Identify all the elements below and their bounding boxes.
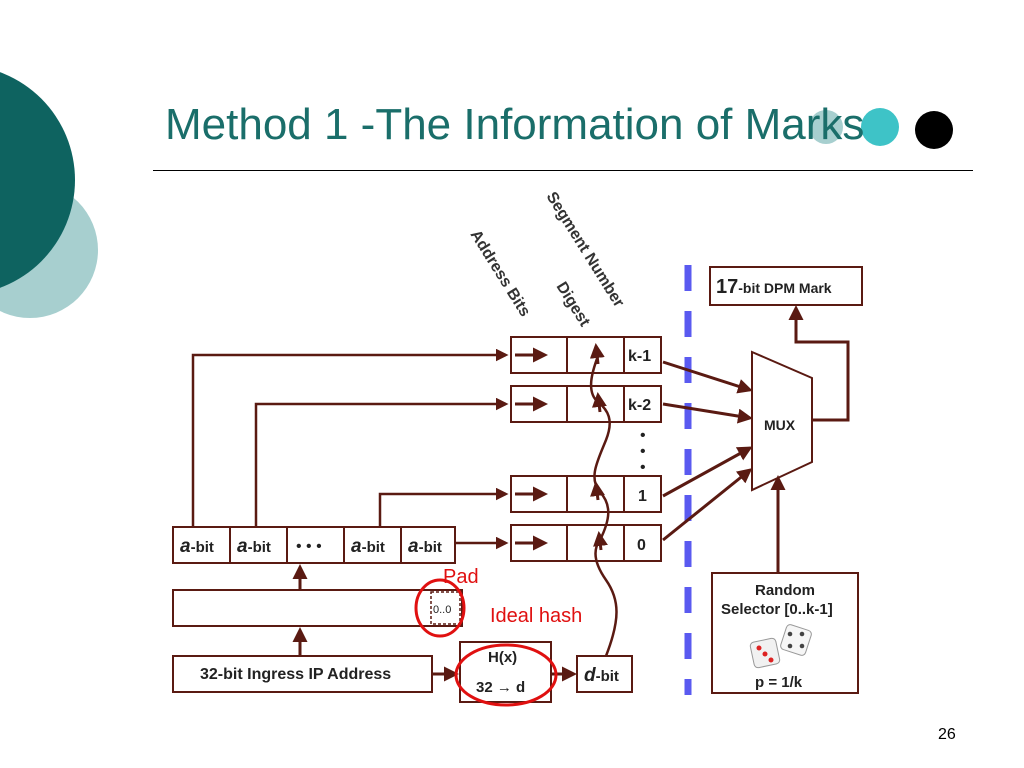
segment-label: 0: [637, 537, 646, 554]
title-dot-cyan: [861, 108, 899, 146]
mux-label: MUX: [764, 417, 796, 433]
dbit-suffix: -bit: [596, 668, 619, 685]
random-selector-probability: p = 1/k: [755, 674, 803, 691]
svg-text:d-bit: d-bit: [584, 665, 619, 686]
abit-letter: a: [180, 536, 191, 557]
label-digest: Digest: [553, 279, 594, 330]
abit-suffix: -bit: [191, 539, 214, 556]
page-number: 26: [938, 726, 956, 743]
abit-suffix: -bit: [419, 539, 442, 556]
dpm-mark-box: 17-bit DPM Mark: [709, 266, 863, 306]
hash-mapping: 32 → d: [476, 679, 525, 696]
ingress-ip-label: 32-bit Ingress IP Address: [200, 666, 391, 683]
pad-value: 0..0: [433, 604, 451, 616]
segment-label: k-1: [628, 348, 651, 365]
dice-icon: [749, 624, 812, 669]
abit-letter: a: [351, 536, 362, 557]
dbit-box: d-bit: [576, 655, 633, 693]
pad-box: 0..0: [172, 589, 463, 627]
svg-text:a-bit: a-bit: [351, 536, 385, 557]
abit-ellipsis: • • •: [296, 538, 322, 555]
vertical-ellipsis: •: [640, 459, 646, 476]
hash-highlight-circle: [454, 643, 558, 707]
dbit-letter: d: [584, 665, 596, 686]
hash-function: H(x): [488, 649, 517, 666]
dpm-mark-prefix: 17: [716, 276, 738, 298]
slide-title: Method 1 -The Information of Marks: [165, 100, 865, 149]
svg-text:17-bit DPM Mark: 17-bit DPM Mark: [716, 276, 832, 298]
svg-text:a-bit: a-bit: [237, 536, 271, 557]
mux-to-dpm-arrow: [788, 305, 850, 422]
svg-text:a-bit: a-bit: [408, 536, 442, 557]
abit-box: a-bit a-bit • • • a-bit a-bit: [172, 526, 456, 564]
random-selector-line1: Random: [755, 582, 815, 599]
random-selector-box: Random Selector [0..k-1] p = 1/k: [711, 572, 859, 694]
abit-to-row-connectors: [191, 348, 509, 550]
abit-suffix: -bit: [248, 539, 271, 556]
segment-label: 1: [638, 488, 647, 505]
svg-text:a-bit: a-bit: [180, 536, 214, 557]
abit-suffix: -bit: [362, 539, 385, 556]
address-cell-arrows: [515, 347, 548, 551]
ideal-hash-annotation: Ideal hash: [490, 605, 582, 627]
dpm-mark-suffix: -bit DPM Mark: [738, 280, 832, 296]
digest-arrowheads: [589, 343, 608, 551]
pad-annotation: Pad: [443, 566, 479, 588]
ingress-ip-box: 32-bit Ingress IP Address: [172, 655, 433, 693]
random-selector-line2: Selector [0..k-1]: [721, 601, 833, 618]
corner-circle-dark: [0, 72, 75, 288]
segment-label: k-2: [628, 397, 651, 414]
title-dot-gray: [809, 110, 843, 144]
title-underline: [153, 170, 973, 171]
vertical-ellipsis: •: [640, 427, 646, 444]
vertical-ellipsis: •: [640, 443, 646, 460]
rows-to-mux-arrows: [662, 360, 753, 542]
abit-letter: a: [237, 536, 248, 557]
label-address-bits: Address Bits: [467, 227, 534, 320]
title-dot-black: [915, 111, 953, 149]
abit-letter: a: [408, 536, 419, 557]
mux: MUX: [751, 350, 813, 492]
pad-highlight-circle: [414, 578, 466, 638]
